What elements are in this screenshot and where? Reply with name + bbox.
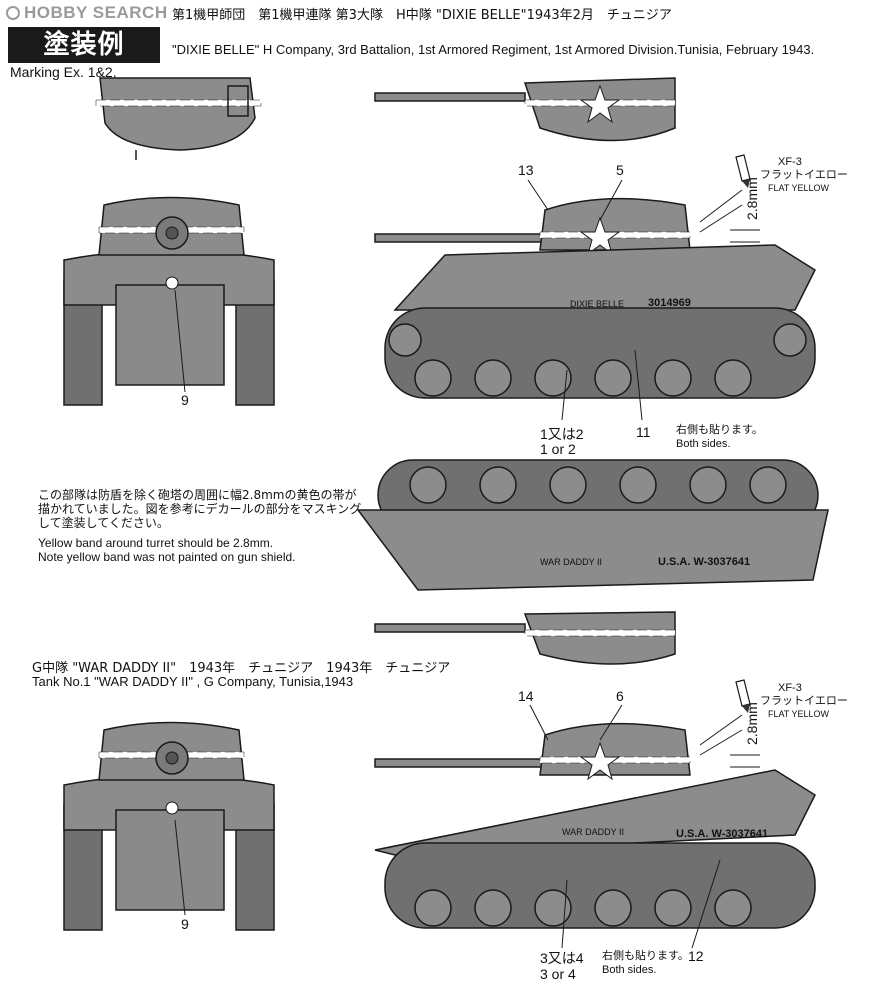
ex1-gun-top [374,77,676,142]
watermark-text: HOBBY SEARCH [24,3,168,22]
ex2-decal-choice-jp: 3又は4 [540,950,584,966]
marking-subtitle: Marking Ex. 1&2. [10,64,117,80]
marking-badge: 塗装例 1&2 [8,27,160,96]
ex2-gun-top [374,611,676,665]
ex2-both-sides-jp: 右側も貼ります。 [602,950,689,962]
ex1-brush-icon [735,154,751,188]
hull-left-serial: U.S.A. W-3037641 [658,556,751,568]
note-jp-line2: 描かれていました。図を参考にデカールの部分をマスキング [38,502,362,516]
example1-title-en: "DIXIE BELLE" H Company, 3rd Battalion, … [172,42,815,57]
ex2-band-width: 2.8mm [744,702,760,745]
ex2-callout-14: 14 [518,688,534,704]
note-en-line2: Note yellow band was not painted on gun … [38,550,296,564]
left-side-hull-view [356,459,829,591]
ex1-both-sides-en: Both sides. [676,438,731,450]
ex2-callout-6: 6 [616,688,624,704]
example1-title-jp: 第1機甲師団 第1機甲連隊 第3大隊 H中隊 "DIXIE BELLE"1943… [172,8,672,23]
ex1-paint-code: XF-3 [778,156,802,168]
note-jp-line3: して塗装してください。 [38,516,169,530]
ex1-decal-choice-en: 1 or 2 [540,441,576,457]
ex1-front-view [63,196,275,406]
ex2-decal-choice-en: 3 or 4 [540,966,576,982]
ex2-callout-12: 12 [688,948,704,964]
ex2-paint-code: XF-3 [778,682,802,694]
ex2-paint-en: FLAT YELLOW [768,709,830,719]
ex2-tank-name: WAR DADDY II [562,827,625,837]
ex1-side-view [374,197,816,399]
ex2-callout-9: 9 [181,916,189,932]
ex1-tank-name: DIXIE BELLE [570,299,625,309]
ex2-side-view [374,722,816,929]
watermark: HOBBY SEARCH [6,2,168,24]
ex1-callout-9: 9 [181,392,189,408]
ex1-decal-choice-jp: 1又は2 [540,426,584,442]
example2-title-jp: G中隊 "WAR DADDY II" 1943年 チュニジア 1943年 チュニ… [32,661,451,676]
ex1-callout-13: 13 [518,162,534,178]
hull-left-name: WAR DADDY II [540,557,603,567]
ex1-both-sides-jp: 右側も貼ります。 [676,424,763,436]
ex1-serial: 3014969 [648,297,691,309]
ex2-brush-icon [735,679,751,713]
logo-icon [6,6,20,20]
ex1-paint-jp: フラットイエロー [760,169,848,181]
note-jp-line1: この部隊は防盾を除く砲塔の周囲に幅2.8mmの黄色の帯が [38,488,357,502]
ex2-serial: U.S.A. W-3037641 [676,828,769,840]
note-en-line1: Yellow band around turret should be 2.8m… [38,536,274,550]
ex2-front-view [63,721,275,931]
ex1-callout-5: 5 [616,162,624,178]
example2-title-en: Tank No.1 "WAR DADDY II" , G Company, Tu… [32,674,354,689]
ex1-callout-11: 11 [636,424,651,440]
ex1-turret-top-view [95,77,262,160]
ex2-paint-jp: フラットイエロー [760,695,848,707]
ex1-paint-en: FLAT YELLOW [768,183,830,193]
ex2-both-sides-en: Both sides. [602,964,657,976]
